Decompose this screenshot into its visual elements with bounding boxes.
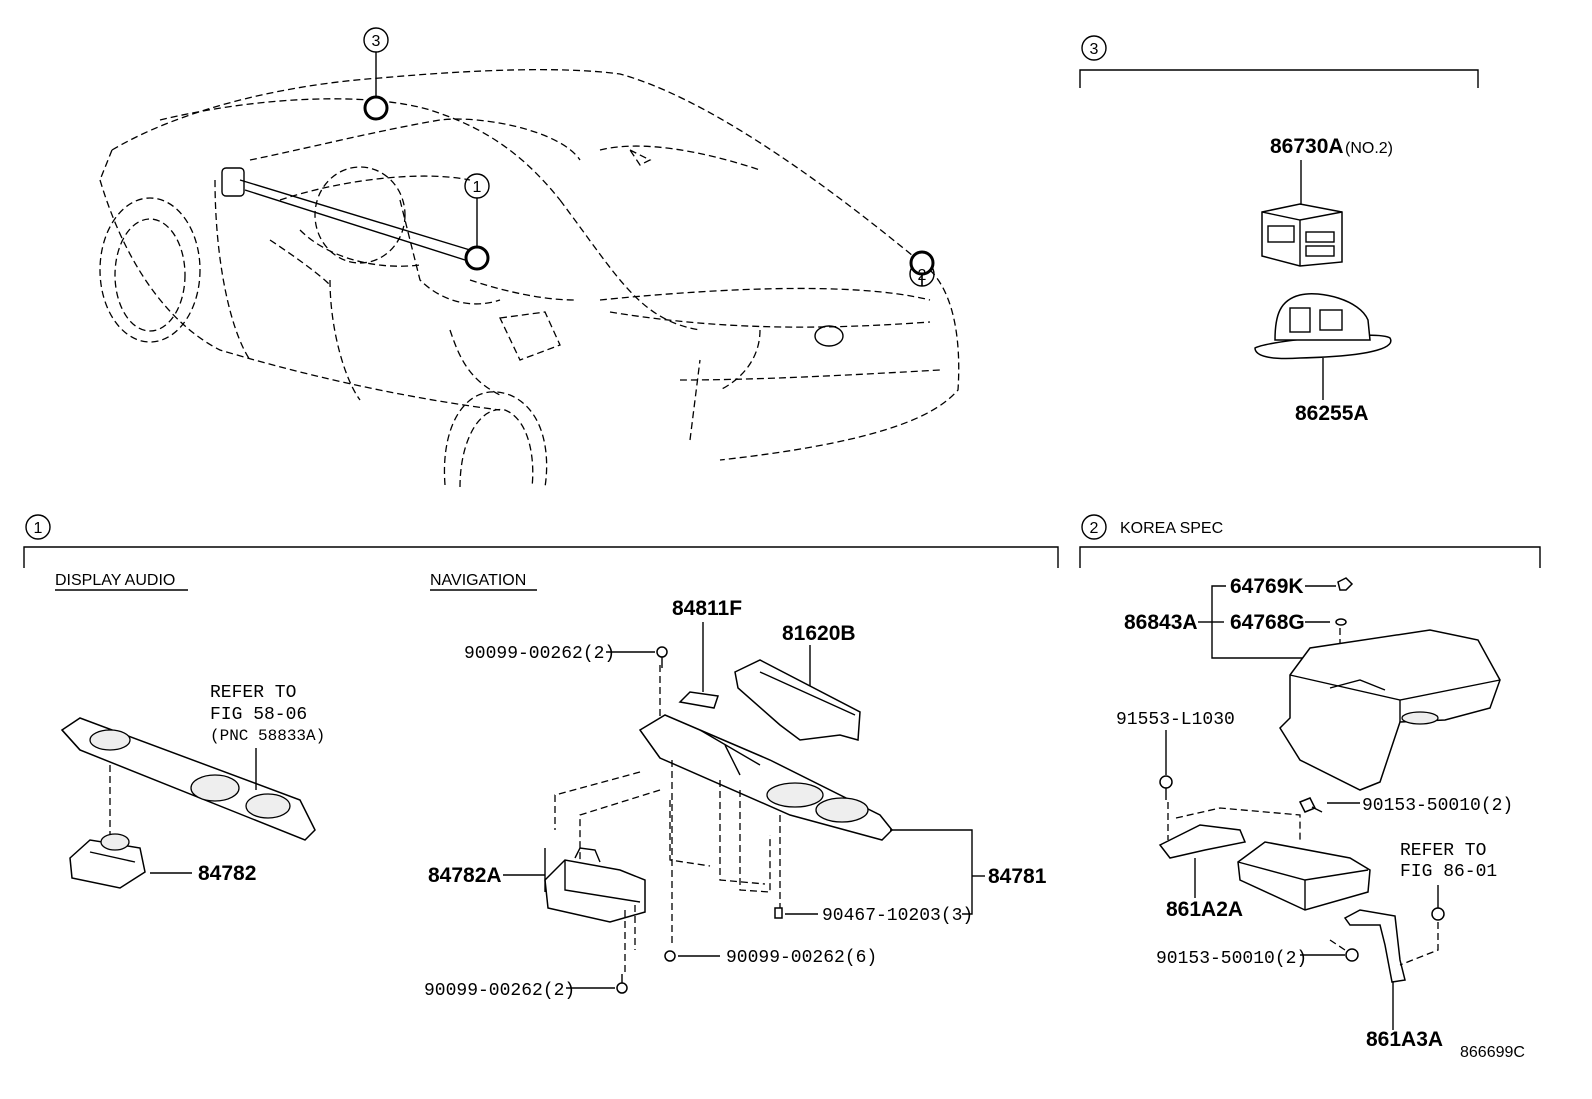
clip-icon [774, 907, 783, 919]
navigation-title: NAVIGATION [430, 572, 526, 589]
figure-code: 866699C [1460, 1044, 1525, 1061]
refer-line-1: REFER TO [210, 683, 296, 703]
part-86255A [1254, 293, 1392, 360]
section-2-number: 2 [1090, 520, 1099, 537]
display-audio-title: DISPLAY AUDIO [55, 572, 175, 589]
label-84782: 84782 [198, 862, 256, 885]
section-2 [1079, 514, 1541, 1030]
label-86843A: 86843A [1124, 611, 1198, 634]
ecu-module [1237, 841, 1371, 911]
label-84811F: 84811F [672, 597, 742, 620]
label-90099-a: 90099-00262(2) [464, 644, 615, 664]
section-3-number: 3 [1090, 41, 1099, 58]
section-1 [23, 514, 1059, 994]
part-861A2A [1158, 824, 1247, 859]
bolt-icon [1298, 797, 1323, 813]
callout-3-number: 3 [372, 33, 381, 50]
label-86255A: 86255A [1295, 402, 1369, 425]
part-81620B [734, 659, 861, 741]
label-90099-c: 90099-00262(2) [424, 981, 575, 1001]
part-84811F [678, 691, 719, 709]
section-3 [1079, 35, 1479, 400]
callout-1-marker [464, 173, 490, 271]
section-1-number: 1 [34, 520, 43, 537]
bolt-icon [1431, 907, 1445, 921]
refer-line-3: (PNC 58833A) [210, 727, 325, 745]
label-86730A-note: (NO.2) [1345, 140, 1393, 157]
label-861A3A: 861A3A [1366, 1028, 1443, 1051]
label-90153-b: 90153-50010(2) [1156, 949, 1307, 969]
callout-1-number: 1 [473, 179, 482, 196]
label-861A2A: 861A2A [1166, 898, 1243, 921]
part-86730A [1261, 203, 1343, 267]
label-64769K: 64769K [1230, 575, 1304, 598]
label-81620B: 81620B [782, 622, 856, 645]
bolt-icon [1159, 775, 1173, 800]
label-90153-a: 90153-50010(2) [1362, 796, 1513, 816]
console-display-audio [60, 717, 316, 841]
screw-icon [656, 646, 668, 668]
refer-fig-86-line-2: FIG 86-01 [1400, 862, 1497, 882]
part-86843A [1279, 629, 1501, 791]
part-64768G [1335, 618, 1347, 626]
refer-line-2: FIG 58-06 [210, 705, 307, 725]
bolt-icon [1345, 948, 1359, 962]
label-90099-b: 90099-00262(6) [726, 948, 877, 968]
part-84782 [69, 833, 146, 889]
label-90467: 90467-10203(3) [822, 906, 973, 926]
part-861A3A [1343, 909, 1406, 983]
screw-icon [616, 974, 628, 994]
label-91553: 91553-L1030 [1116, 710, 1235, 730]
callout-2-marker [909, 250, 935, 287]
label-84782A: 84782A [428, 864, 502, 887]
callout-3-marker [363, 27, 389, 121]
refer-fig-86-line-1: REFER TO [1400, 841, 1486, 861]
part-64769K [1337, 577, 1354, 591]
screw-icon [664, 950, 676, 962]
part-84782A [544, 847, 646, 923]
label-84781: 84781 [988, 865, 1047, 888]
car-illustration [99, 68, 960, 488]
callout-2-number: 2 [918, 267, 927, 284]
label-64768G: 64768G [1230, 611, 1305, 634]
label-86730A: 86730A [1270, 135, 1344, 158]
korea-spec-title: KOREA SPEC [1120, 520, 1223, 537]
